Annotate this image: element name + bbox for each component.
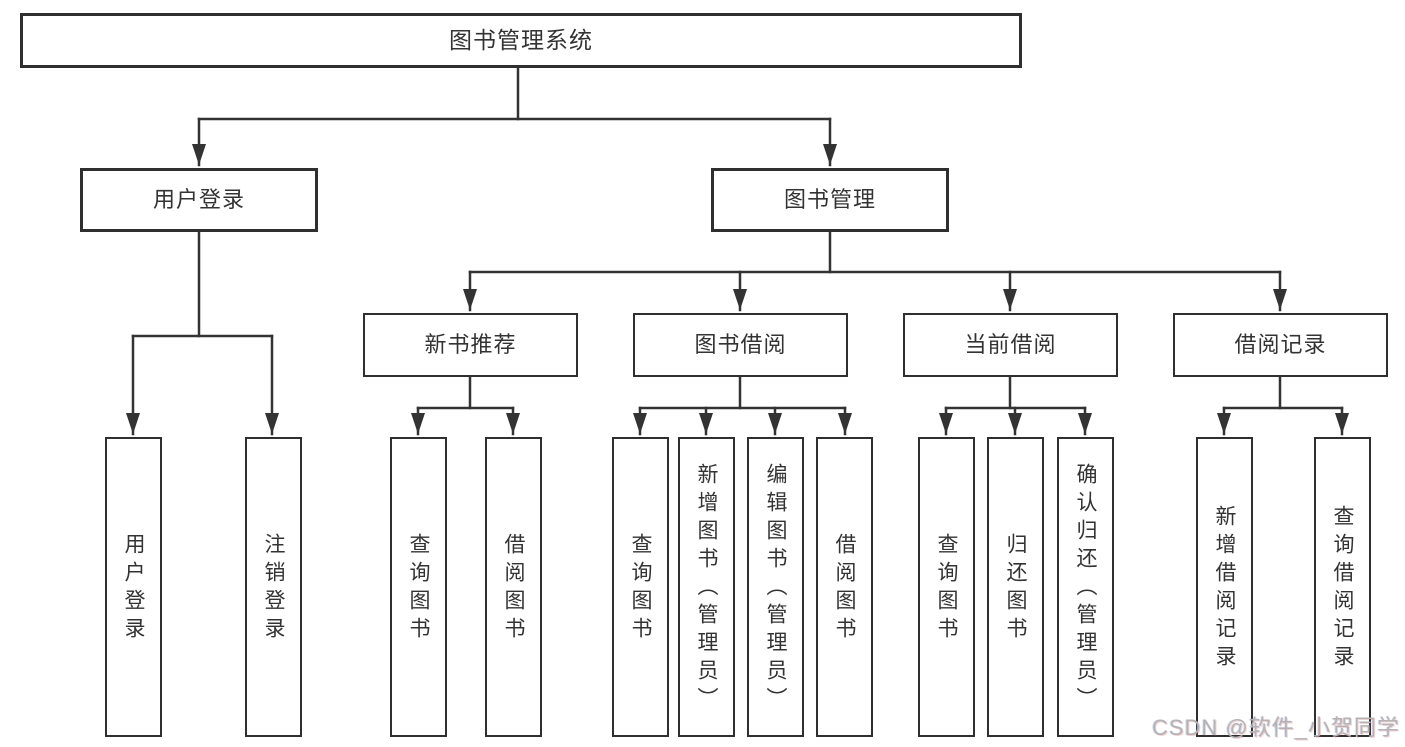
leaf-query-books-borrow: 查询图书 [612,437,669,737]
leaf-borrow-books: 借阅图书 [816,437,873,737]
leaf-query-books-recommend: 查询图书 [390,437,447,737]
node-book-borrow: 图书借阅 [633,313,848,377]
csdn-watermark: CSDN @软件_小贺同学 [1151,715,1400,740]
node-library-management-system: 图书管理系统 [20,13,1022,68]
leaf-confirm-return-admin: 确认归还（管理员） [1057,437,1114,737]
leaf-return-books: 归还图书 [987,437,1044,737]
leaf-logout: 注销登录 [245,437,302,737]
node-new-book-recommend: 新书推荐 [363,313,578,377]
leaf-borrow-books-recommend: 借阅图书 [485,437,542,737]
leaf-query-books-current: 查询图书 [918,437,975,737]
node-current-borrow: 当前借阅 [903,313,1118,377]
leaf-add-books-admin: 新增图书（管理员） [678,437,735,737]
node-borrow-records: 借阅记录 [1173,313,1388,377]
node-user-login: 用户登录 [80,168,318,232]
leaf-query-borrow-record: 查询借阅记录 [1314,437,1371,737]
leaf-add-borrow-record: 新增借阅记录 [1196,437,1253,737]
leaf-edit-books-admin: 编辑图书（管理员） [747,437,804,737]
leaf-user-login: 用户登录 [105,437,162,737]
node-book-management: 图书管理 [711,168,949,232]
